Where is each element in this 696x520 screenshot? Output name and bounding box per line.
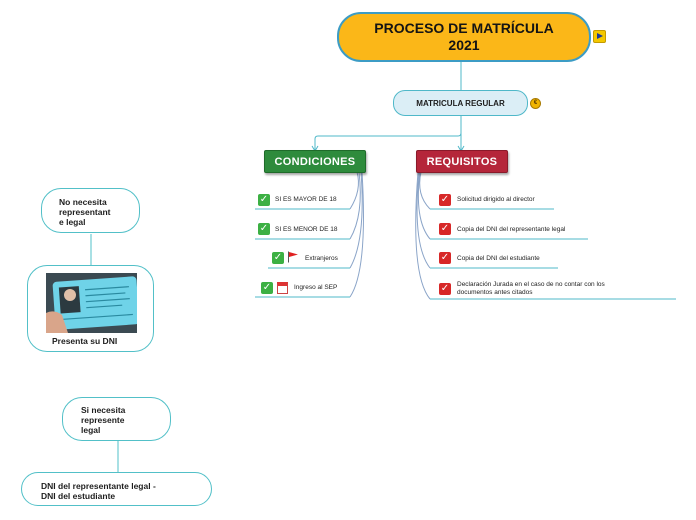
root-node[interactable]: PROCESO DE MATRÍCULA 2021 [337,12,591,62]
dni-representante-node[interactable]: DNI del representante legal - DNI del es… [21,472,212,506]
no-necesita-node[interactable]: No necesita representant e legal [41,188,140,233]
play-icon[interactable] [593,30,606,43]
check-icon: ✓ [439,283,451,295]
check-icon: ✓ [439,252,451,264]
id-card-photo [46,273,137,333]
si-necesita-node[interactable]: Si necesita represente legal [62,397,171,441]
requisito-item-solicitud[interactable]: Solicitud dirigido al director [457,196,535,203]
requisitos-node[interactable]: REQUISITOS [416,150,508,173]
check-icon: ✓ [272,252,284,264]
condicion-item-mayor[interactable]: SI ES MAYOR DE 18 [275,196,337,203]
requisito-declaracion-line2: documentos antes citados [457,289,533,296]
check-icon: ✓ [258,194,270,206]
requisitos-label: REQUISITOS [426,155,498,168]
root-title-line2: 2021 [448,37,480,53]
requisito-item-dni-representante[interactable]: Copia del DNI del representante legal [457,226,566,233]
si-necesita-line1: Si necesita [81,405,126,415]
check-icon: ✓ [439,194,451,206]
root-title-line1: PROCESO DE MATRÍCULA [374,20,554,36]
no-necesita-line2: representant [59,207,111,217]
matricula-regular-label: MATRICULA REGULAR [416,98,505,108]
presenta-dni-caption: Presenta su DNI [52,336,118,346]
dni-line1: DNI del representante legal - [41,481,156,491]
condicion-item-menor[interactable]: SI ES MENOR DE 18 [275,226,338,233]
condiciones-node[interactable]: CONDICIONES [264,150,366,173]
requisito-item-dni-estudiante[interactable]: Copia del DNI del estudiante [457,255,540,262]
check-icon: ✓ [439,223,451,235]
condicion-item-extranjeros[interactable]: Extranjeros [305,255,338,262]
requisito-declaracion-line1: Declaración Jurada en el caso de no cont… [457,281,605,288]
coin-icon: € [530,98,541,109]
no-necesita-line1: No necesita [59,197,107,207]
matricula-regular-node[interactable]: MATRICULA REGULAR [393,90,528,116]
check-icon: ✓ [261,282,273,294]
condicion-item-sep[interactable]: Ingreso al SEP [294,284,338,291]
requisito-item-declaracion[interactable]: Declaración Jurada en el caso de no cont… [457,281,605,297]
dni-line2: DNI del estudiante [41,491,116,501]
si-necesita-line3: legal [81,425,101,435]
flag-icon [288,251,298,263]
no-necesita-line3: e legal [59,217,86,227]
check-icon: ✓ [258,223,270,235]
calendar-icon [277,282,288,294]
si-necesita-line2: represente [81,415,125,425]
condiciones-label: CONDICIONES [274,155,356,168]
